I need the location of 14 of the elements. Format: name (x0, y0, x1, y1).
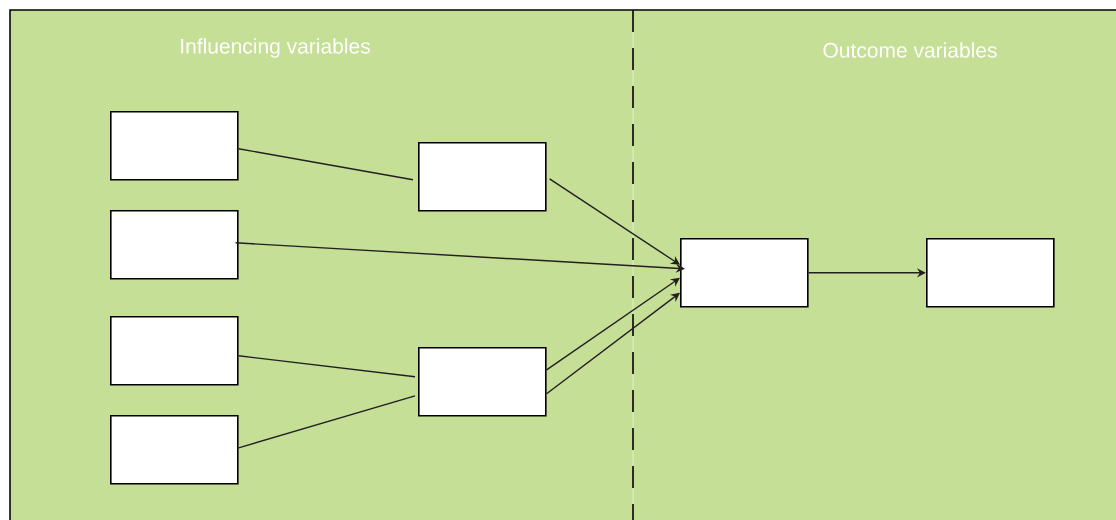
variable-box (110, 316, 239, 386)
connector-line (237, 148, 414, 181)
variable-box (680, 238, 809, 308)
variable-box (110, 415, 239, 485)
arrow (548, 178, 680, 265)
connector-line (237, 395, 416, 449)
variable-box (418, 347, 547, 417)
variable-box (110, 210, 239, 280)
variable-box (110, 111, 239, 181)
variable-box (418, 142, 547, 212)
variable-box (926, 238, 1055, 308)
node-label: Influencing variables (181, 38, 370, 58)
connector-line (237, 355, 416, 378)
panel: Outcome variables (632, 9, 1116, 520)
